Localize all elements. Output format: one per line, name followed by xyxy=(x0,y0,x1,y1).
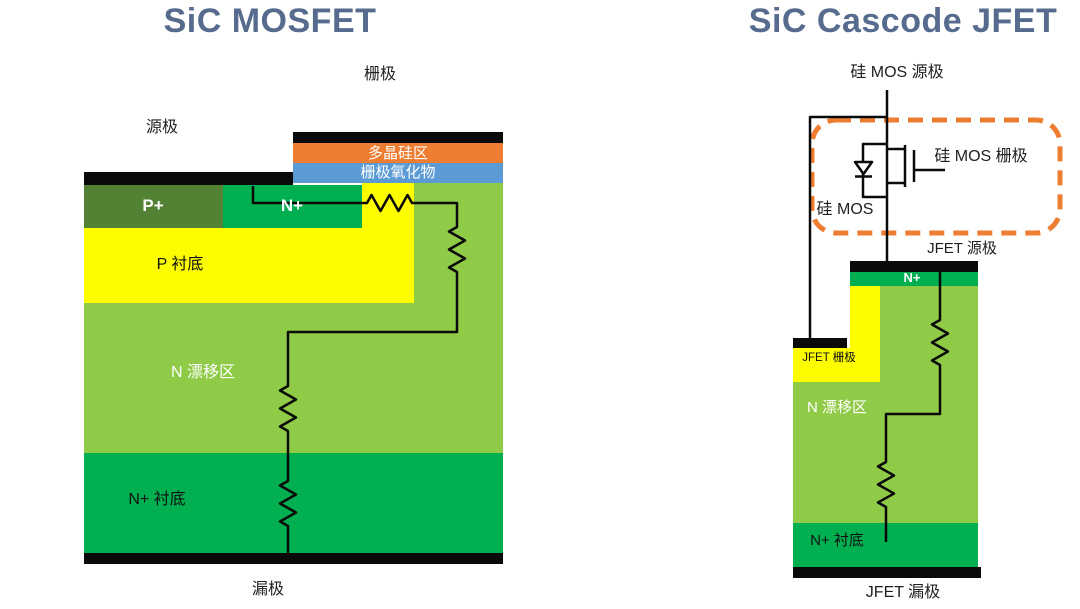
mosfet-gate-oxide-label: 栅极氧化物 xyxy=(360,164,436,181)
right-title: SiC Cascode JFET xyxy=(748,2,1058,40)
mosfet-drain-contact xyxy=(84,553,503,564)
jfet-n-substrate-label: N+ 衬底 xyxy=(810,532,864,549)
mosfet-gate-contact xyxy=(293,132,503,143)
mosfet-p-substrate-region xyxy=(84,228,362,303)
jfet-drain-contact xyxy=(793,567,981,578)
mosfet-drain-label: 漏极 xyxy=(251,581,285,598)
jfet-n-drift-column xyxy=(880,286,978,382)
mosfet-n-drift-label: N 漂移区 xyxy=(170,364,236,381)
mosfet-p-plus-label: P+ xyxy=(142,196,164,215)
jfet-source-contact xyxy=(850,261,978,272)
si-mos-label: 硅 MOS xyxy=(816,201,874,218)
jfet-n-plus-label: N+ xyxy=(903,270,921,285)
mosfet-p-substrate-column xyxy=(362,183,414,303)
mosfet-gate-label: 栅极 xyxy=(363,66,397,83)
mosfet-n-plus-label: N+ xyxy=(280,196,304,215)
mosfet-poly-region xyxy=(293,143,503,163)
jfet-gate-label: JFET 栅极 xyxy=(802,352,856,364)
mosfet-poly-label: 多晶硅区 xyxy=(367,145,429,162)
body-diode-branch xyxy=(861,142,887,199)
mosfet-p-plus-region xyxy=(84,185,223,228)
body-diode-icon xyxy=(853,160,874,176)
mosfet-p-substrate-label: P 衬底 xyxy=(156,256,204,273)
jfet-n-drift-label: N 漂移区 xyxy=(806,399,868,416)
mosfet-n-drift-region xyxy=(84,303,503,453)
jfet-drain-label: JFET 漏极 xyxy=(865,584,941,601)
si-mos-gate-label: 硅 MOS 栅极 xyxy=(934,148,1028,165)
left-title: SiC MOSFET xyxy=(163,2,377,40)
mosfet-source-contact xyxy=(84,172,293,185)
jfet-gate-yellow-tab xyxy=(793,348,880,382)
jfet-gate-contact xyxy=(793,338,847,348)
mosfet-gate-oxide-region xyxy=(293,163,503,183)
mosfet-source-label: 源极 xyxy=(145,119,179,136)
mosfet-n-drift-column xyxy=(414,183,503,303)
jfet-source-label: JFET 源极 xyxy=(927,240,997,257)
si-mos-source-label: 硅 MOS 源极 xyxy=(850,64,944,81)
mosfet-n-substrate-label: N+ 衬底 xyxy=(128,491,186,508)
